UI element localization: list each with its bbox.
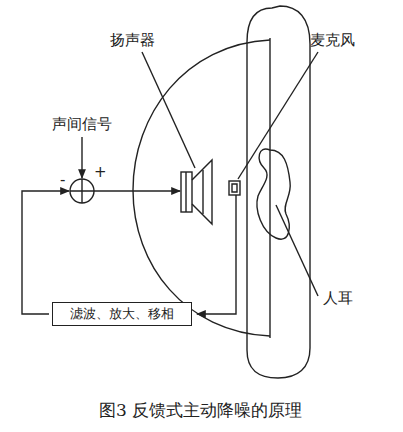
process-box: 滤波、放大、移相	[52, 302, 192, 326]
microphone	[229, 181, 240, 195]
ear-pad-edge	[269, 38, 270, 338]
figure-caption: 图3 反馈式主动降噪的原理	[99, 401, 302, 420]
leader-line	[238, 52, 318, 179]
leader-line	[142, 52, 195, 168]
speaker-cone	[192, 160, 212, 224]
sign-label: +	[94, 164, 107, 181]
leader-line	[276, 205, 318, 296]
head-outline	[247, 6, 310, 378]
part-label: 麦克风	[310, 32, 355, 49]
summing-junction	[70, 179, 94, 203]
part-label: 人耳	[323, 290, 353, 307]
speaker-lines	[186, 170, 203, 214]
signal-label: 声间信号	[52, 116, 112, 133]
earcup-dome	[133, 40, 270, 336]
microphone-inner	[232, 184, 237, 192]
part-label: 扬声器	[110, 32, 155, 49]
input-arrow	[81, 137, 82, 178]
feedback-wire	[197, 195, 236, 314]
feedback-return-wire	[22, 191, 69, 314]
box-text: 滤波、放大、移相	[70, 306, 174, 322]
drive-wire	[94, 190, 180, 191]
summing-cross	[70, 179, 94, 203]
sign-label: -	[60, 172, 65, 189]
